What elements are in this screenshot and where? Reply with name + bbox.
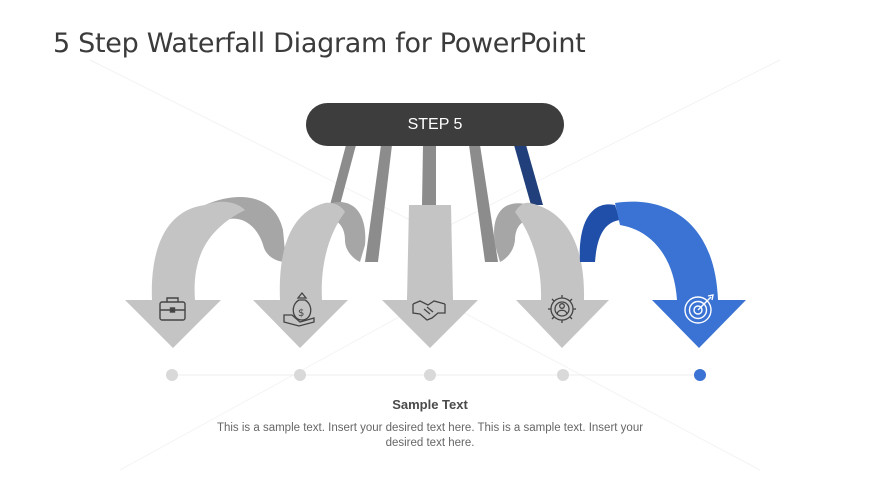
svg-text:$: $ [298, 308, 304, 319]
connectors [330, 145, 543, 262]
timeline-dot-5 [694, 369, 706, 381]
connector-2 [365, 145, 392, 262]
slide-title: 5 Step Waterfall Diagram for PowerPoint [53, 28, 586, 59]
target-arrow-icon [684, 294, 714, 324]
gear-person-icon [548, 295, 576, 323]
connector-1 [330, 145, 356, 205]
arrow-step-5 [579, 201, 746, 348]
step-pill-label: STEP 5 [407, 115, 463, 133]
sample-text-title: Sample Text [392, 397, 468, 412]
briefcase-icon [159, 297, 186, 321]
sample-text-body: This is a sample text. Insert your desir… [216, 422, 644, 449]
timeline-dot-2 [294, 369, 306, 381]
arrow-step-1 [125, 197, 286, 348]
money-bag-hand-icon: $ [283, 291, 315, 327]
arrow-step-4 [494, 202, 609, 348]
arrow-step-2 [253, 201, 366, 348]
timeline-dot-3 [424, 369, 436, 381]
timeline [166, 369, 706, 381]
handshake-icon [412, 300, 446, 321]
step-pill: STEP 5 [306, 103, 564, 146]
arrow-step-3 [382, 205, 478, 348]
connector-3 [422, 145, 436, 205]
connector-4 [469, 145, 498, 262]
connector-5 [514, 145, 543, 205]
timeline-dot-1 [166, 369, 178, 381]
timeline-dot-4 [557, 369, 569, 381]
